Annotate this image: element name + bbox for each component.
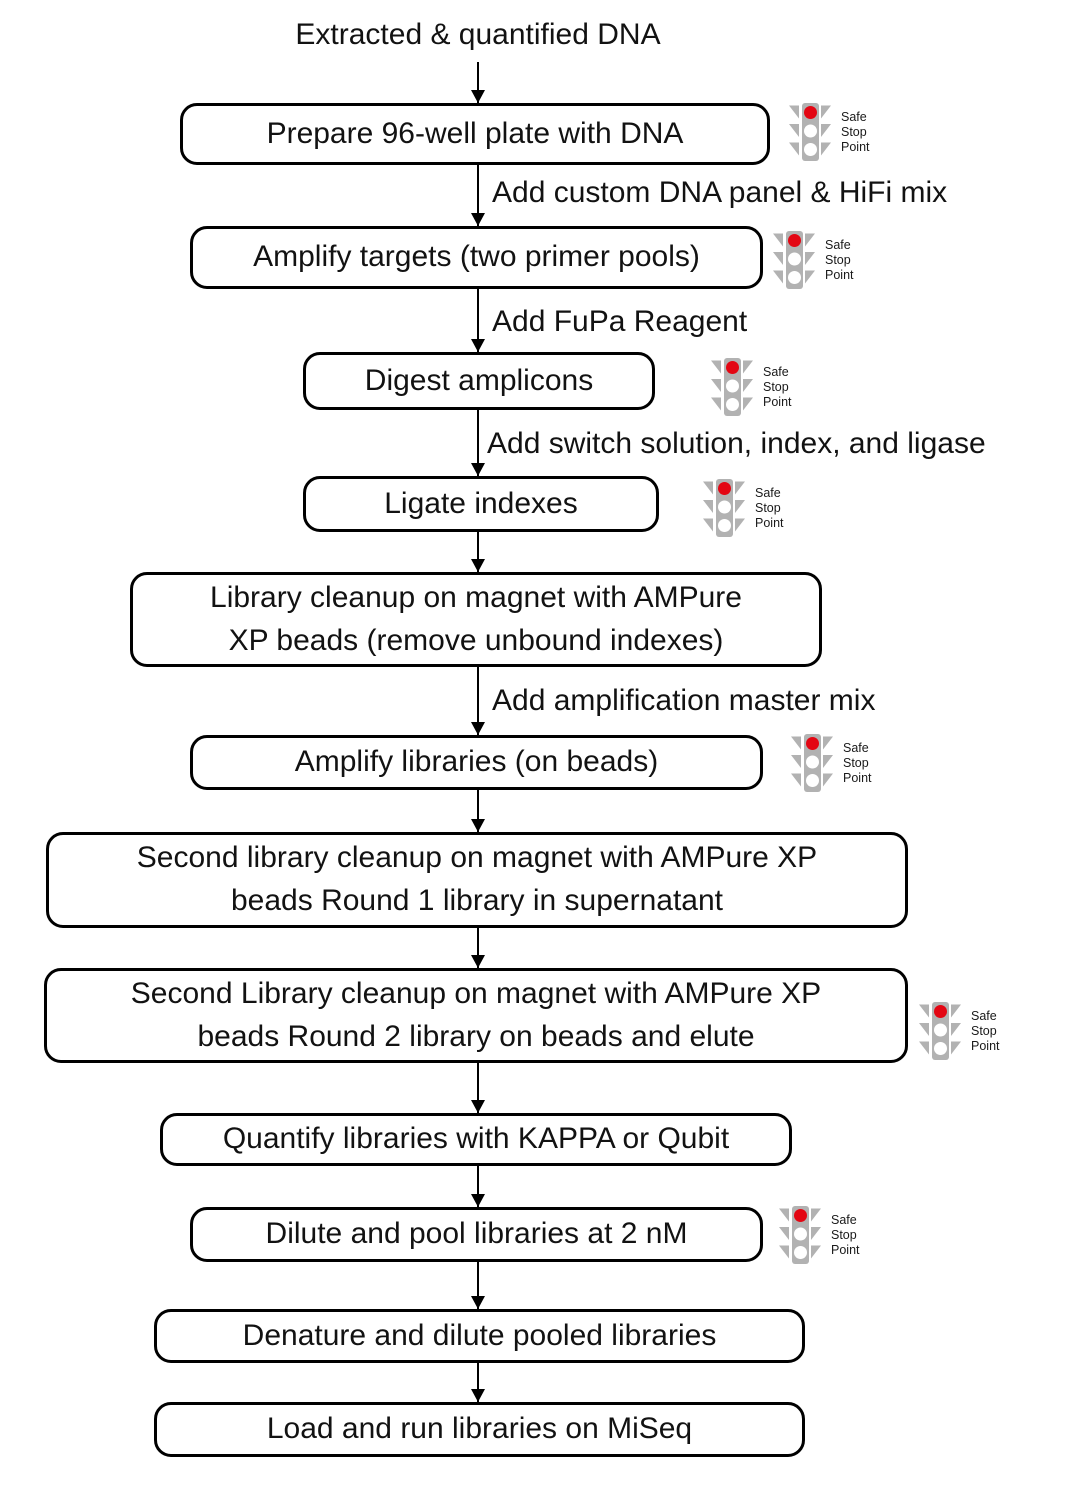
edge-label-add-fupa: Add FuPa Reagent [492, 305, 748, 338]
safe-stop-point-label: Safe Stop Point [755, 485, 784, 530]
step-label: Amplify libraries (on beads) [294, 745, 659, 779]
step-label: Second library cleanup on magnet with AM… [136, 841, 818, 917]
step-box-ligate-indexes: Ligate indexes [303, 476, 659, 532]
step-box-second-cleanup-round-2: Second Library cleanup on magnet with AM… [44, 968, 908, 1063]
flow-arrow [477, 667, 479, 735]
safe-stop-point-label: Safe Stop Point [971, 1008, 1000, 1053]
flow-arrow [477, 928, 479, 968]
step-box-denature-dilute: Denature and dilute pooled libraries [154, 1309, 805, 1363]
step-box-dilute-pool-libraries: Dilute and pool libraries at 2 nM [190, 1207, 763, 1262]
edge-label-add-panel-hifi: Add custom DNA panel & HiFi mix [492, 176, 948, 209]
edge-label-add-switch-index-ligase: Add switch solution, index, and ligase [487, 427, 986, 460]
step-box-digest-amplicons: Digest amplicons [303, 352, 655, 410]
traffic-light-icon [778, 1205, 822, 1265]
safe-stop-point-indicator: Safe Stop Point [788, 101, 870, 163]
step-label: Ligate indexes [384, 486, 578, 520]
safe-stop-point-label: Safe Stop Point [763, 364, 792, 409]
traffic-light-icon [710, 357, 754, 417]
safe-stop-point-indicator: Safe Stop Point [918, 1000, 1000, 1062]
flow-arrow [477, 410, 479, 476]
flow-arrow [477, 165, 479, 226]
safe-stop-point-label: Safe Stop Point [843, 740, 872, 785]
step-label: Quantify libraries with KAPPA or Qubit [222, 1122, 730, 1156]
flow-arrow [477, 1363, 479, 1402]
step-box-amplify-libraries: Amplify libraries (on beads) [190, 735, 763, 790]
step-box-prepare-plate: Prepare 96-well plate with DNA [180, 103, 770, 165]
flow-arrow [477, 289, 479, 352]
flow-arrow [477, 1063, 479, 1113]
step-label: Digest amplicons [364, 363, 594, 397]
traffic-light-icon [772, 230, 816, 290]
flow-arrow [477, 62, 479, 103]
edge-label-add-master-mix: Add amplification master mix [492, 684, 876, 717]
flow-arrow [477, 1166, 479, 1207]
step-box-library-cleanup: Library cleanup on magnet with AMPure XP… [130, 572, 822, 667]
step-label: Amplify targets (two primer pools) [253, 240, 700, 274]
step-box-second-cleanup-round-1: Second library cleanup on magnet with AM… [46, 832, 908, 928]
safe-stop-point-indicator: Safe Stop Point [778, 1204, 860, 1266]
traffic-light-icon [918, 1001, 962, 1061]
step-box-load-run-miseq: Load and run libraries on MiSeq [154, 1402, 805, 1457]
flow-arrow [477, 1262, 479, 1309]
safe-stop-point-indicator: Safe Stop Point [702, 477, 784, 539]
traffic-light-icon [788, 102, 832, 162]
safe-stop-point-label: Safe Stop Point [831, 1212, 860, 1257]
flow-start-label: Extracted & quantified DNA [295, 18, 661, 51]
step-box-quantify-libraries: Quantify libraries with KAPPA or Qubit [160, 1113, 792, 1166]
flow-arrow [477, 790, 479, 832]
step-label: Second Library cleanup on magnet with AM… [130, 976, 822, 1053]
traffic-light-icon [702, 478, 746, 538]
step-label: Dilute and pool libraries at 2 nM [265, 1217, 688, 1251]
step-label: Library cleanup on magnet with AMPure XP… [210, 580, 742, 657]
safe-stop-point-indicator: Safe Stop Point [710, 356, 792, 418]
safe-stop-point-label: Safe Stop Point [841, 109, 870, 154]
step-box-amplify-targets: Amplify targets (two primer pools) [190, 226, 763, 289]
flow-arrow [477, 532, 479, 572]
traffic-light-icon [790, 733, 834, 793]
step-label: Denature and dilute pooled libraries [242, 1318, 717, 1352]
safe-stop-point-label: Safe Stop Point [825, 237, 854, 282]
safe-stop-point-indicator: Safe Stop Point [772, 229, 854, 291]
step-label: Load and run libraries on MiSeq [266, 1412, 693, 1446]
safe-stop-point-indicator: Safe Stop Point [790, 732, 872, 794]
step-label: Prepare 96-well plate with DNA [266, 116, 684, 150]
